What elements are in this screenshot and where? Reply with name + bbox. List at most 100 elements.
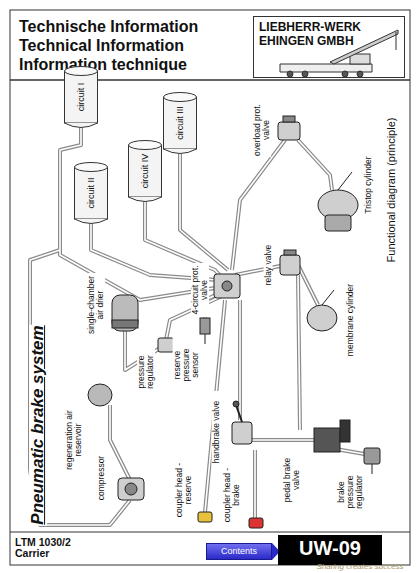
part-label: brake pressure regulator xyxy=(337,463,364,521)
tank-body xyxy=(75,167,108,219)
art-stroke xyxy=(30,128,370,525)
part-label: pedal brake valve xyxy=(283,456,301,504)
part-label: coupler head - brake xyxy=(223,464,241,526)
art-stroke xyxy=(232,140,285,270)
art-stroke xyxy=(357,71,363,77)
diagram-subtitle: Functional diagram (principle) xyxy=(386,117,398,264)
footer-rule xyxy=(10,532,410,533)
art-stroke xyxy=(280,255,300,275)
part-label: single-chamber air drier xyxy=(87,273,105,337)
air-tank: circuit III xyxy=(163,92,197,154)
tank-label: circuit IV xyxy=(140,154,150,189)
company-name: LIEBHERR-WERK EHINGEN GMBH xyxy=(259,20,377,48)
art-stroke xyxy=(239,300,241,420)
button-label: Contents xyxy=(207,544,271,559)
art-stroke xyxy=(118,478,144,500)
art-stroke xyxy=(214,274,240,298)
art-stroke xyxy=(278,122,300,140)
art-stroke xyxy=(298,275,300,430)
art-stroke xyxy=(250,438,318,442)
art-stroke xyxy=(235,265,285,275)
pressure-regulator xyxy=(158,338,174,352)
part-label: handbrake valve xyxy=(212,391,221,473)
art-stroke xyxy=(325,215,351,231)
part-label: Tristop cylinder xyxy=(364,144,373,226)
art-stroke xyxy=(180,154,228,270)
art-stroke xyxy=(145,202,222,278)
art-stroke xyxy=(298,275,300,430)
art-stroke xyxy=(307,305,337,331)
tank-end xyxy=(164,93,197,102)
art-stroke xyxy=(298,140,332,190)
air-tank: circuit II xyxy=(74,162,108,224)
art-stroke xyxy=(396,32,397,50)
art-stroke xyxy=(112,295,138,331)
contents-button: Contents xyxy=(206,543,272,560)
regeneration-reservoir xyxy=(88,384,112,406)
part-label: relay valve xyxy=(264,244,273,287)
part-label: membrane cylinder xyxy=(346,274,355,366)
air-tank: circuit I xyxy=(64,66,98,128)
art-stroke xyxy=(342,71,348,77)
tank-end xyxy=(129,197,162,202)
diagram-heading: Pneumatic brake system xyxy=(29,324,47,525)
part-label: regeneration air reservoir xyxy=(65,408,83,472)
company-box: LIEBHERR-WERK EHINGEN GMBH xyxy=(253,16,405,78)
art-stroke xyxy=(30,128,370,525)
overload-valve xyxy=(278,116,300,140)
pedal-brake-valve xyxy=(314,420,350,452)
art-stroke xyxy=(233,401,239,407)
pressure-sensor xyxy=(200,318,210,344)
compressor xyxy=(118,478,144,500)
art-stroke xyxy=(112,320,138,328)
art-stroke xyxy=(338,172,352,190)
tank-end xyxy=(129,141,162,150)
art-stroke xyxy=(287,71,293,77)
four-circuit-valve xyxy=(214,274,240,298)
part-label: reserve pressure sensor xyxy=(173,336,200,394)
art-stroke xyxy=(88,384,112,406)
art-stroke xyxy=(250,439,318,441)
art-stroke xyxy=(372,464,373,474)
page-title: Technische Information Technical Informa… xyxy=(18,17,235,74)
tank-label: circuit II xyxy=(86,177,96,208)
tank-body xyxy=(129,145,162,197)
art-stroke xyxy=(110,405,130,480)
art-stroke xyxy=(110,405,130,480)
art-stroke xyxy=(298,265,318,305)
art-stroke xyxy=(232,422,252,444)
brake-pressure-regulator xyxy=(364,448,380,474)
tristop-cylinder xyxy=(318,172,358,231)
air-tank: circuit IV xyxy=(128,140,162,202)
part-label: pressure regulator xyxy=(137,346,155,398)
art-stroke xyxy=(254,450,256,520)
art-stroke xyxy=(284,250,296,255)
art-stroke xyxy=(158,338,174,352)
watermark: Sharing creates success xyxy=(315,563,404,571)
tank-body xyxy=(65,71,98,123)
art-stroke xyxy=(249,518,263,528)
art-stroke xyxy=(125,483,137,495)
art-stroke xyxy=(236,405,242,422)
art-stroke xyxy=(280,64,372,72)
tank-label: circuit III xyxy=(175,106,185,140)
art-stroke xyxy=(340,420,350,442)
part-label: compressor xyxy=(97,455,106,501)
art-stroke xyxy=(222,281,232,291)
art-stroke xyxy=(364,448,380,464)
handbrake-valve xyxy=(232,401,252,444)
art-stroke xyxy=(283,116,295,122)
air-drier xyxy=(112,295,138,331)
art-stroke xyxy=(253,450,257,520)
art-stroke xyxy=(205,334,206,344)
tank-body xyxy=(164,97,197,149)
tank-end xyxy=(65,123,98,128)
art-stroke xyxy=(314,428,340,452)
tank-end xyxy=(75,219,108,224)
art-stroke xyxy=(232,140,285,270)
tank-label: circuit I xyxy=(76,83,86,112)
membrane-cylinder xyxy=(307,290,337,331)
page-number: UW-09 xyxy=(278,535,382,562)
art-stroke xyxy=(235,265,285,275)
page-code: UW-09 xyxy=(278,535,382,565)
